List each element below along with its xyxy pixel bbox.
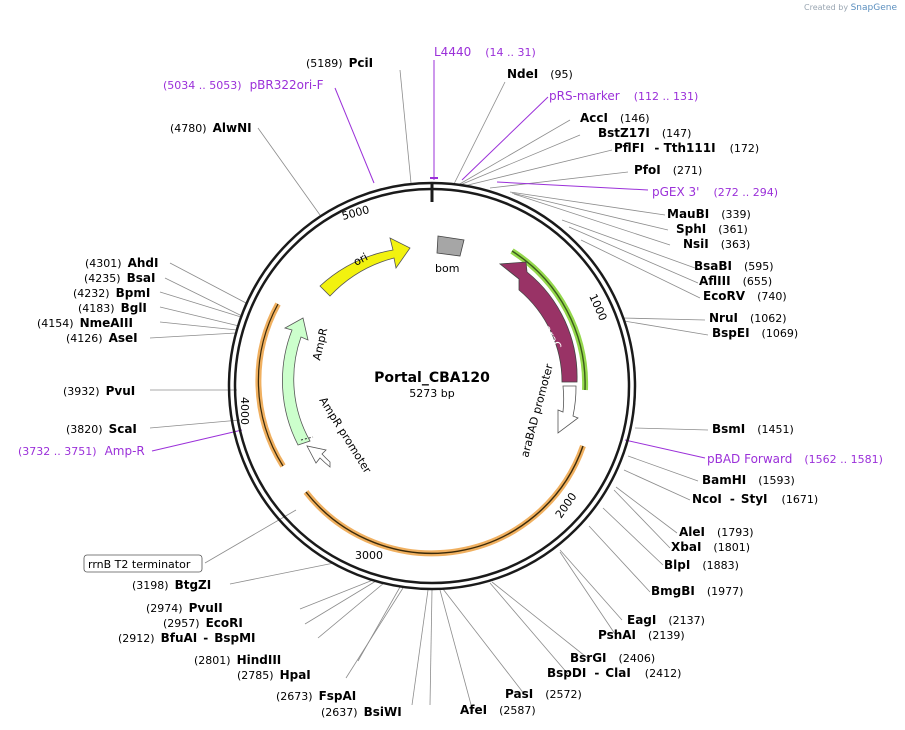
site-nmeaiii: (4154)NmeAIII — [37, 316, 133, 330]
plasmid-length: 5273 bp — [409, 387, 454, 400]
primer-prs-marker: pRS-marker(112 .. 131) — [549, 89, 698, 103]
site-acci: AccI(146) — [580, 111, 650, 125]
site-ecorv: EcoRV(740) — [703, 289, 787, 303]
site-bsabi: BsaBI(595) — [694, 259, 774, 273]
bom-label: bom — [435, 262, 459, 275]
ampr-promoter-label: AmpR promoter — [316, 395, 374, 476]
site-bmgbi: BmgBI(1977) — [651, 584, 743, 598]
site-scai: (3820)ScaI — [66, 422, 137, 436]
site-blpi: BlpI(1883) — [664, 558, 739, 572]
rrnb-terminator: rrnB T2 terminator — [83, 554, 203, 573]
site-ecori: (2957)EcoRI — [163, 616, 243, 630]
site-hindiii: (2801)HindIII — [194, 653, 281, 667]
site-ncoi-styi: NcoI-StyI(1671) — [692, 492, 818, 506]
arabad-promoter-label: araBAD promoter — [518, 362, 556, 459]
site-afliii: AflIII(655) — [699, 274, 772, 288]
site-ndei: NdeI(95) — [507, 67, 573, 81]
site-pasi: PasI(2572) — [505, 687, 582, 701]
arac-arrow — [498, 261, 578, 383]
site-bfuai-bspmi: (2912)BfuAI-BspMI — [118, 631, 256, 645]
snapgene-logo-text: SnapGene — [850, 3, 897, 13]
site-bamhi: BamHI(1593) — [702, 473, 795, 487]
tick-1000: 1000 — [586, 292, 609, 323]
ampr-promoter-arrow — [306, 445, 331, 468]
site-maubi: MauBI(339) — [667, 207, 751, 221]
primer-pgex3: pGEX 3'(272 .. 294) — [652, 185, 778, 199]
site-eagi: EagI(2137) — [627, 613, 705, 627]
site-pfoi: PfoI(271) — [634, 163, 702, 177]
site-pvuii: (2974)PvuII — [146, 601, 223, 615]
primer-leaders — [151, 60, 706, 459]
rrnb-label: rrnB T2 terminator — [88, 558, 191, 571]
site-alwni: (4780)AlwNI — [170, 121, 252, 135]
ampr-arrow — [282, 317, 311, 446]
site-alei: AleI(1793) — [679, 525, 754, 539]
plasmid-name: Portal_CBA120 — [374, 370, 490, 386]
feature-highlights — [255, 248, 589, 557]
site-afei: AfeI(2587) — [460, 703, 536, 717]
site-pvui: (3932)PvuI — [63, 384, 135, 398]
leader-lines — [149, 69, 709, 713]
ori-arrow — [319, 237, 411, 297]
primer-pbad-forward: pBAD Forward(1562 .. 1581) — [707, 452, 883, 466]
site-nrui: NruI(1062) — [709, 311, 787, 325]
site-pshai: PshAI(2139) — [598, 628, 685, 642]
plasmid-backbone — [227, 181, 637, 591]
site-btgzi: (3198)BtgZI — [132, 578, 211, 592]
site-pcii: (5189)PciI — [306, 56, 373, 70]
bom-box — [436, 235, 465, 257]
site-bsrgi: BsrGI(2406) — [570, 651, 655, 665]
site-bsai: (4235)BsaI — [84, 271, 155, 285]
site-fspai: (2673)FspAI — [276, 689, 356, 703]
site-nsii: NsiI(363) — [683, 237, 750, 251]
ampr-label: AmpR — [310, 326, 330, 361]
snapgene-credit: Created by SnapGene — [804, 3, 897, 13]
primer-amp-r: (3732 .. 3751)Amp-R — [18, 444, 145, 458]
site-bgli: (4183)BglI — [78, 301, 147, 315]
site-bspdi-clai: BspDI-ClaI(2412) — [547, 666, 681, 680]
site-ahdi: (4301)AhdI — [85, 256, 158, 270]
tick-5000: 5000 — [340, 203, 370, 223]
site-sphi: SphI(361) — [676, 222, 748, 236]
site-bstz17i: BstZ17I(147) — [598, 126, 691, 140]
site-bsmi: BsmI(1451) — [712, 422, 794, 436]
site-pflfi-tth111i: PflFI-Tth111I(172) — [614, 141, 759, 155]
site-asei: (4126)AseI — [66, 331, 138, 345]
primer-l4440: L4440(14 .. 31) — [434, 45, 536, 59]
tick-4000: 4000 — [238, 397, 251, 425]
credit-label: Created by — [804, 3, 849, 12]
site-bspei: BspEI(1069) — [712, 326, 798, 340]
ori-label: ori — [351, 250, 370, 268]
site-bsiwi: (2637)BsiWI — [321, 705, 402, 719]
site-xbai: XbaI(1801) — [671, 540, 750, 554]
arabad-promoter-arrow — [557, 385, 579, 434]
tick-3000: 3000 — [355, 549, 383, 562]
site-hpai: (2785)HpaI — [237, 668, 311, 682]
site-bpmi: (4232)BpmI — [73, 286, 150, 300]
primer-pbr322ori-f: (5034 .. 5053)pBR322ori-F — [163, 78, 324, 92]
